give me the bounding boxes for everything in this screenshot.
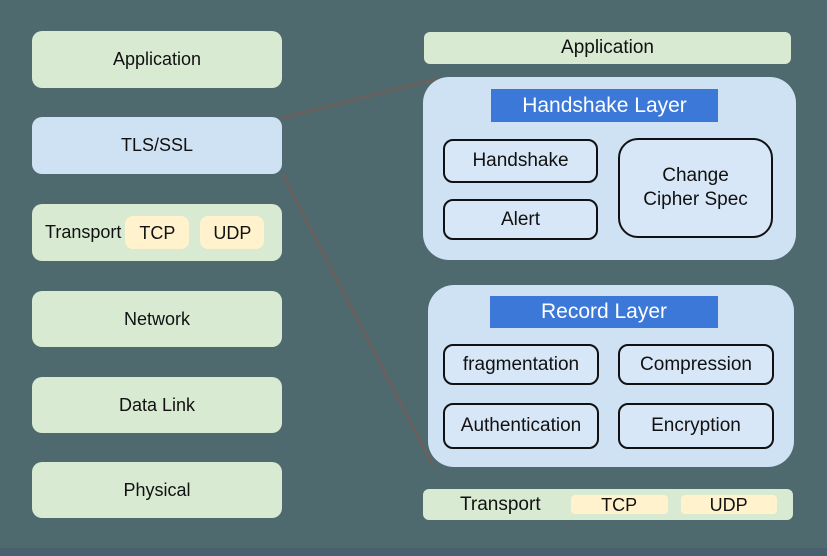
left-box-physical: Physical — [32, 462, 282, 518]
left-udp-chip-label: UDP — [213, 222, 252, 243]
right-application-bar: Application — [424, 32, 791, 64]
fragmentation-box-label: fragmentation — [462, 353, 580, 375]
right-application-label: Application — [561, 37, 654, 58]
connector-line-top — [281, 77, 437, 120]
right-tcp-chip-label: TCP — [601, 494, 638, 515]
authentication-box-label: Authentication — [460, 415, 582, 437]
handshake-box: Handshake — [443, 139, 598, 183]
fragmentation-box: fragmentation — [443, 344, 599, 385]
compression-box-label: Compression — [640, 353, 752, 375]
change-cipher-spec-label: Change Cipher Spec — [643, 165, 748, 210]
encryption-box: Encryption — [618, 403, 774, 449]
authentication-box: Authentication — [443, 403, 599, 449]
left-box-tls-ssl: TLS/SSL — [32, 117, 282, 174]
handshake-layer-title: Handshake Layer — [522, 93, 687, 117]
left-udp-chip: UDP — [200, 216, 265, 249]
left-tcp-chip-label: TCP — [139, 222, 176, 243]
right-transport-label: Transport — [460, 493, 541, 515]
left-box-transport: Transport TCP UDP — [32, 204, 282, 261]
handshake-box-label: Handshake — [472, 150, 569, 172]
left-box-data-link: Data Link — [32, 377, 282, 433]
left-box-physical-label: Physical — [123, 479, 191, 500]
right-udp-chip-label: UDP — [709, 494, 748, 515]
bottom-strip — [0, 548, 827, 556]
handshake-layer-header: Handshake Layer — [491, 89, 718, 122]
left-transport-label: Transport — [45, 222, 122, 242]
compression-box: Compression — [618, 344, 774, 385]
left-box-network: Network — [32, 291, 282, 347]
left-box-tls-ssl-label: TLS/SSL — [120, 135, 194, 155]
record-layer-header: Record Layer — [490, 296, 718, 328]
right-transport-bar: Transport TCP UDP — [423, 489, 793, 520]
right-udp-chip: UDP — [680, 494, 777, 515]
connector-line-bottom — [280, 172, 435, 467]
record-layer-title: Record Layer — [540, 300, 668, 323]
left-tcp-chip: TCP — [125, 216, 190, 249]
alert-box: Alert — [443, 199, 598, 240]
change-cipher-spec-box: Change Cipher Spec — [618, 138, 773, 238]
encryption-box-label: Encryption — [651, 415, 741, 437]
left-box-network-label: Network — [123, 308, 190, 329]
alert-box-label: Alert — [500, 208, 541, 230]
left-box-application-label: Application — [112, 49, 202, 69]
right-tcp-chip: TCP — [570, 494, 668, 515]
left-box-data-link-label: Data Link — [118, 394, 196, 415]
left-box-application: Application — [32, 31, 282, 88]
